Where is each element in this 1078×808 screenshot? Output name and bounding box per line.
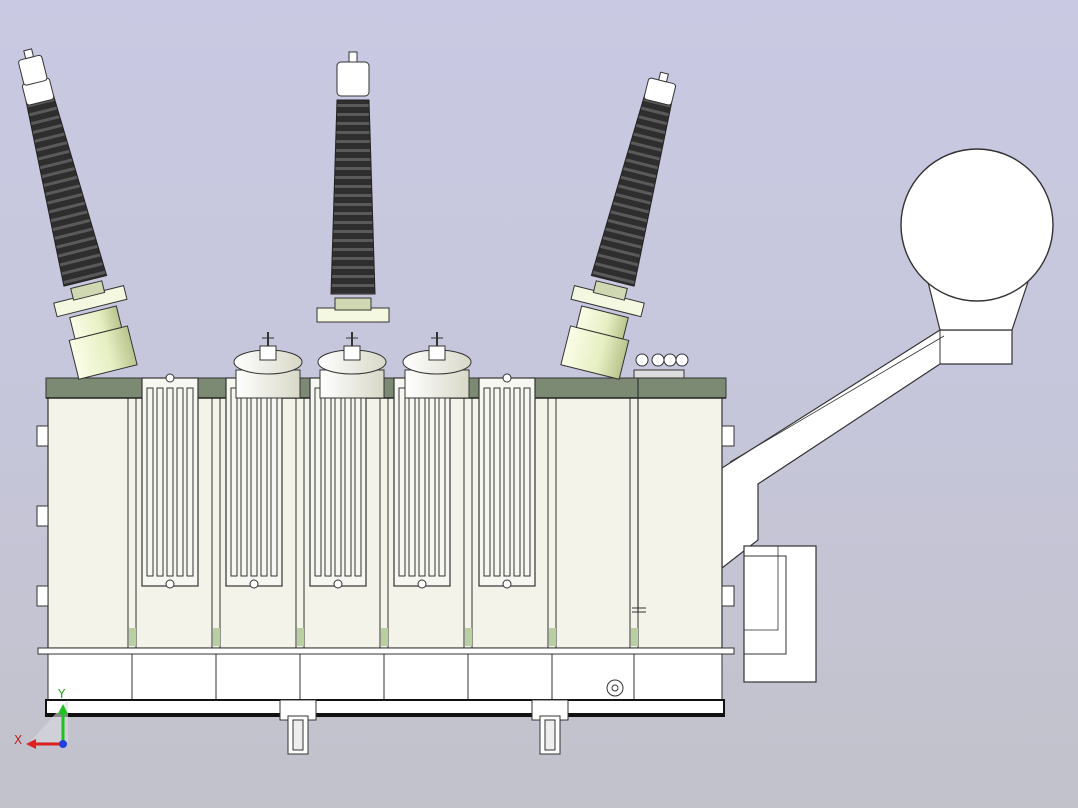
control-cabinet [743,545,817,683]
x-axis-label: X [14,733,22,747]
wheel [531,699,569,755]
y-axis-label: Y [57,687,66,701]
conservator-tank [900,148,1054,331]
base-frame [37,647,735,717]
radiator [309,373,367,589]
hv-bushing-left [18,48,138,380]
hv-bushing-center [316,51,390,323]
buchholz-relay [632,353,689,613]
radiator [141,373,199,589]
radiator [225,373,283,589]
radiator [393,373,451,589]
z-axis-dot [59,740,67,748]
radiator [478,373,536,589]
conservator-pipe [721,329,1013,570]
lv-bushing [402,332,472,399]
lv-bushing [317,332,387,399]
wheel [279,699,317,755]
lv-bushing [233,332,303,399]
hv-bushing-right [560,71,677,380]
orientation-triad: Y X [14,687,68,749]
